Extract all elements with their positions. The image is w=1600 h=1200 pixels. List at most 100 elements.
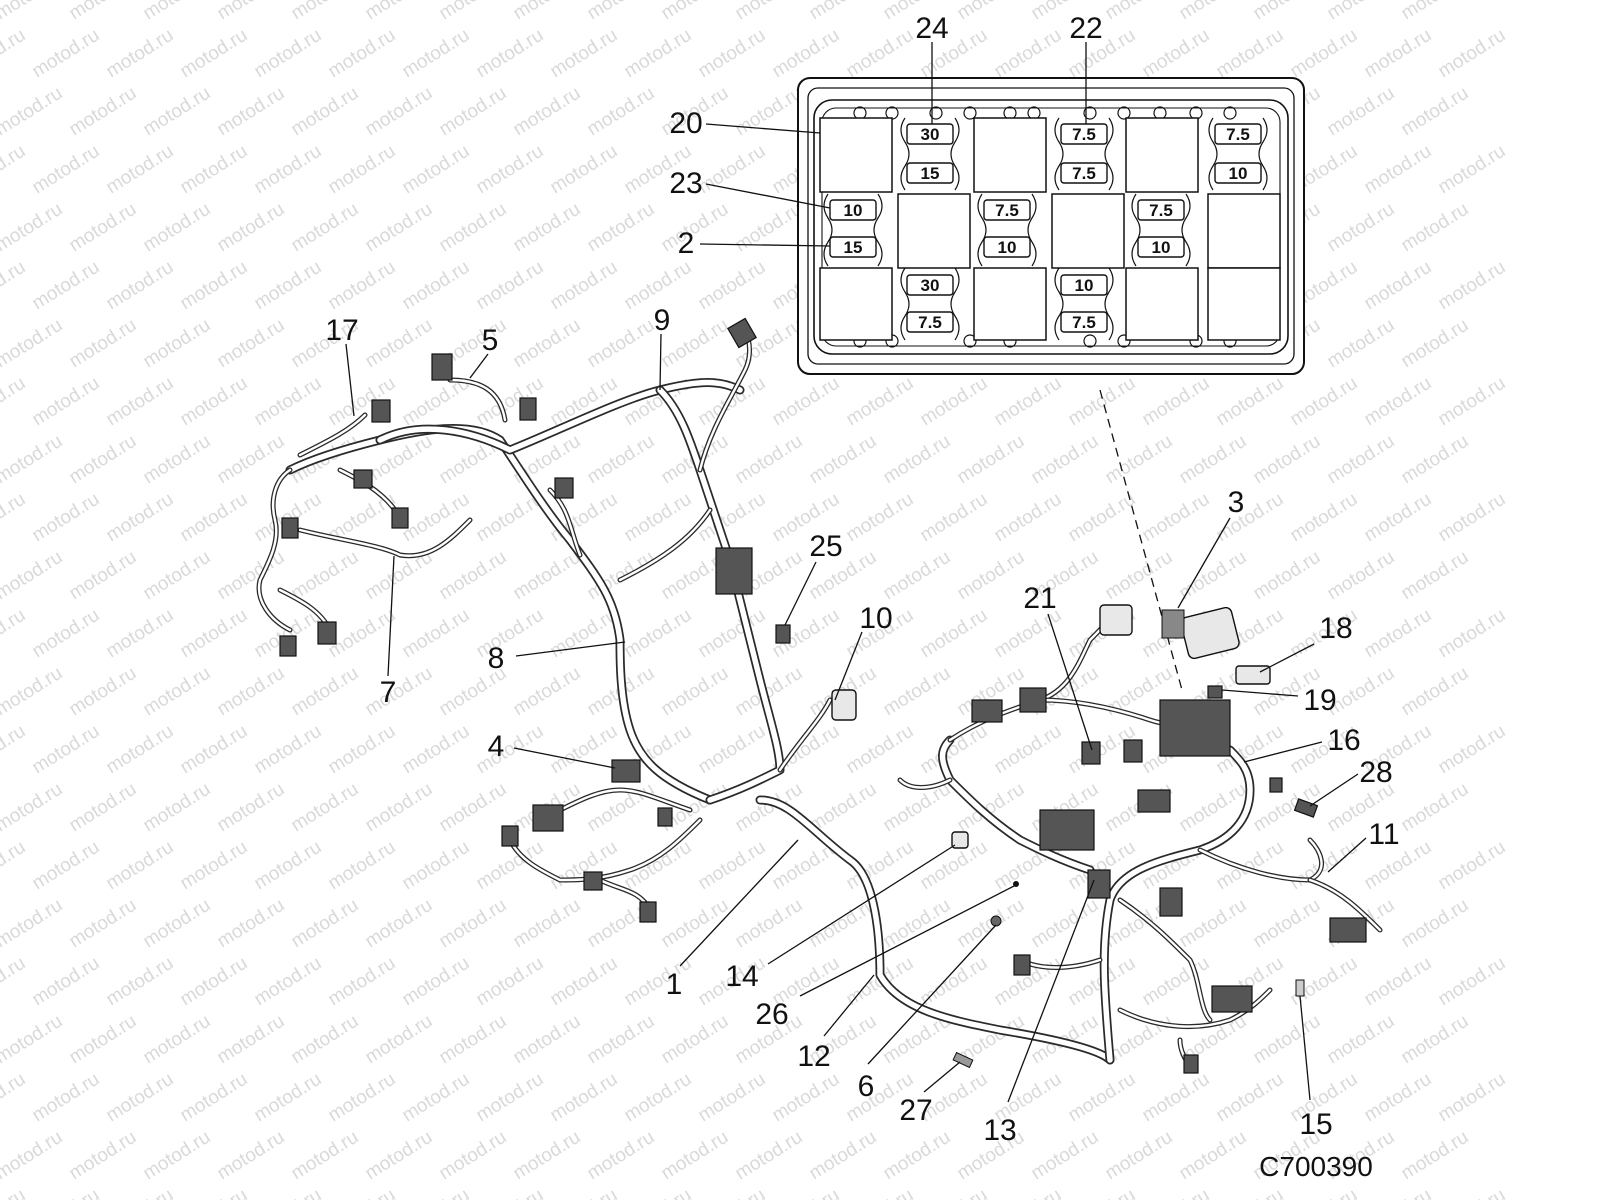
callout-8: 8 [488,642,505,675]
watermark-text: motod.ru [695,257,770,315]
watermark-text: motod.ru [954,431,1029,489]
watermark-text: motod.ru [584,0,659,24]
watermark-text: motod.ru [954,0,1029,24]
watermark-text: motod.ru [584,431,659,489]
fuse-block-icon [1159,699,1231,757]
callout-13: 13 [983,1114,1016,1147]
watermark-text: motod.ru [1176,1127,1251,1185]
watermark-text: motod.ru [769,373,844,431]
watermark-text: motod.ru [1398,315,1473,373]
watermark-text: motod.ru [1435,141,1510,199]
watermark-text: motod.ru [473,721,548,779]
watermark-text: motod.ru [0,895,66,953]
watermark-text: motod.ru [325,1069,400,1127]
watermark-text: motod.ru [880,895,955,953]
fuse-label-sheet-icon [1161,609,1185,639]
fuse-22-lower: 7.5 [1060,162,1108,184]
watermark-text: motod.ru [1361,257,1436,315]
svg-text:10: 10 [1152,238,1171,257]
watermark-text: motod.ru [0,141,29,199]
callout-11: 11 [1368,818,1399,851]
callout-23: 23 [669,167,702,200]
watermark-text: motod.ru [177,141,252,199]
watermark-text: motod.ru [547,25,622,83]
watermark-text: motod.ru [991,489,1066,547]
connector-icon [1081,741,1101,765]
watermark-text: motod.ru [473,25,548,83]
watermark-text: motod.ru [177,953,252,1011]
watermark-text: motod.ru [1139,1185,1214,1200]
watermark-text: motod.ru [1176,431,1251,489]
watermark-text: motod.ru [621,1185,696,1200]
watermark-text: motod.ru [436,83,511,141]
watermark-text: motod.ru [917,605,992,663]
callout-26: 26 [755,998,788,1031]
watermark-text: motod.ru [695,721,770,779]
watermark-text: motod.ru [251,141,326,199]
watermark-text: motod.ru [436,1011,511,1069]
watermark-text: motod.ru [880,663,955,721]
watermark-text: motod.ru [806,0,881,24]
watermark-text: motod.ru [325,837,400,895]
grommet-icon [951,831,969,849]
watermark-text: motod.ru [1361,605,1436,663]
watermark-text: motod.ru [1435,1185,1510,1200]
watermark-text: motod.ru [177,489,252,547]
svg-text:10: 10 [998,238,1017,257]
watermark-text: motod.ru [1028,895,1103,953]
watermark-text: motod.ru [1435,953,1510,1011]
watermark-text: motod.ru [251,1185,326,1200]
watermark-text: motod.ru [1398,0,1473,24]
watermark-text: motod.ru [399,25,474,83]
watermark-text: motod.ru [769,25,844,83]
connector-icon [831,689,857,721]
watermark-text: motod.ru [362,1127,437,1185]
connector-icon [371,399,391,423]
callout-2: 2 [678,227,695,260]
callout-7: 7 [380,676,397,709]
watermark-text: motod.ru [954,895,1029,953]
watermark-text: motod.ru [1435,605,1510,663]
connector-icon [554,477,574,499]
watermark-text: motod.ru [1065,373,1140,431]
watermark-text: motod.ru [325,953,400,1011]
watermark-text: motod.ru [1176,0,1251,24]
watermark-text: motod.ru [1398,663,1473,721]
watermark-text: motod.ru [140,199,215,257]
watermark-text: motod.ru [0,721,29,779]
watermark-text: motod.ru [917,1185,992,1200]
watermark-text: motod.ru [621,605,696,663]
watermark-text: motod.ru [473,1185,548,1200]
connector-icon [1087,869,1111,899]
watermark-text: motod.ru [1102,1127,1177,1185]
watermark-text: motod.ru [0,373,29,431]
watermark-text: motod.ru [29,373,104,431]
watermark-text: motod.ru [1398,199,1473,257]
watermark-text: motod.ru [1324,199,1399,257]
watermark-text: motod.ru [140,1127,215,1185]
watermark-text: motod.ru [177,721,252,779]
watermark-text: motod.ru [1287,1185,1362,1200]
watermark-text: motod.ru [1435,373,1510,431]
watermark-text: motod.ru [1213,1069,1288,1127]
watermark-text: motod.ru [66,1127,141,1185]
connector-icon [1099,604,1133,636]
watermark-text: motod.ru [1324,83,1399,141]
watermark-text: motod.ru [66,1011,141,1069]
cap-icon [1293,798,1319,818]
watermark-text: motod.ru [140,779,215,837]
watermark-text: motod.ru [917,721,992,779]
watermark-text: motod.ru [1139,25,1214,83]
watermark-text: motod.ru [436,779,511,837]
watermark-text: motod.ru [473,141,548,199]
watermark-text: motod.ru [1435,837,1510,895]
watermark-text: motod.ru [954,779,1029,837]
watermark-text: motod.ru [1065,1185,1140,1200]
watermark-text: motod.ru [806,431,881,489]
watermark-text: motod.ru [1250,895,1325,953]
watermark-text: motod.ru [288,895,363,953]
connector-icon [532,804,564,832]
watermark-text: motod.ru [991,373,1066,431]
callout-12: 12 [797,1040,830,1073]
